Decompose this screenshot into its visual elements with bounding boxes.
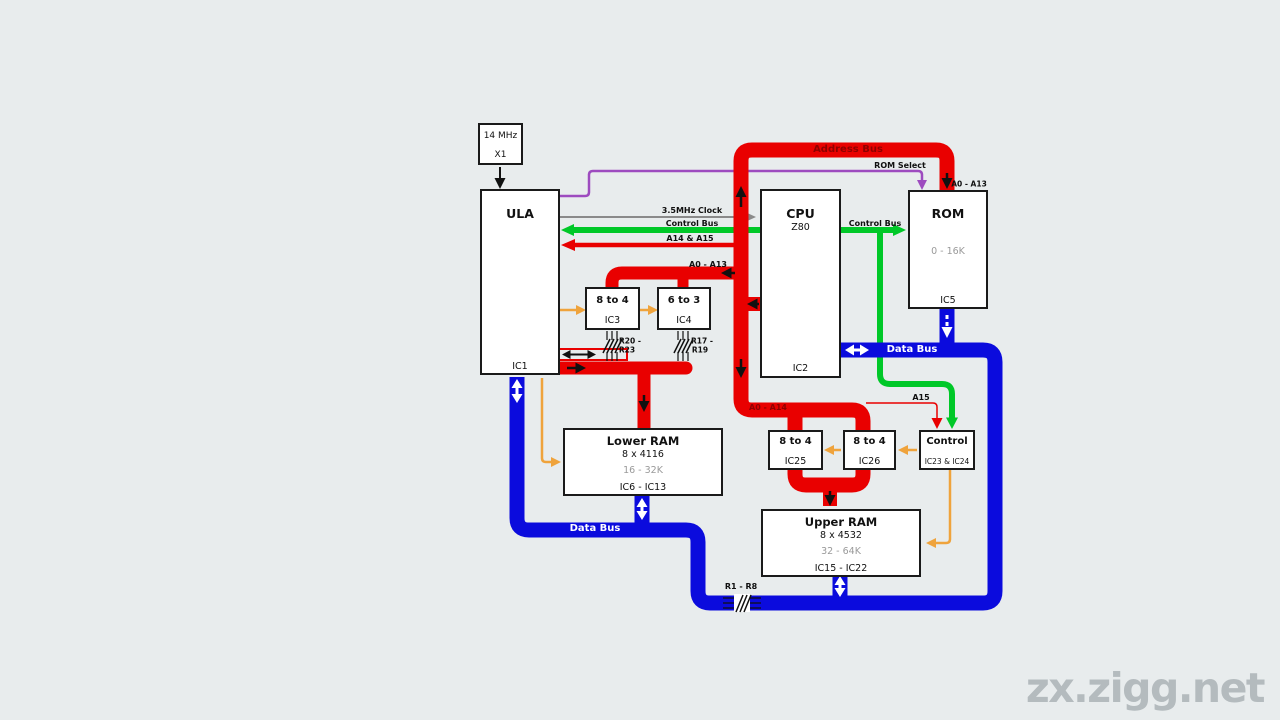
resistor-r20-r23	[602, 331, 623, 361]
mux-video-2-ic: IC4	[676, 315, 692, 326]
control-box: Control IC23 & IC24	[919, 430, 975, 470]
r17-r19-label-2: R19	[691, 345, 709, 355]
r17-r19-label-1: R17 -	[691, 336, 713, 346]
rom-title: ROM	[931, 206, 965, 221]
upper-ram-box: Upper RAM 8 x 4532 32 - 64K IC15 - IC22	[761, 509, 921, 577]
a15-label: A15	[912, 393, 930, 402]
crystal-freq: 14 MHz	[483, 131, 518, 141]
resistor-r17-r19	[673, 331, 694, 361]
mux-upper-2-box: 8 to 4 IC26	[843, 430, 896, 470]
upper-ram-chips: 8 x 4532	[820, 530, 862, 541]
mux-video-1-box: 8 to 4 IC3	[585, 287, 640, 330]
control-bus-left-label: Control Bus	[665, 219, 719, 228]
resistor-r1-r8	[723, 594, 761, 613]
data-bus-arrows	[511, 315, 953, 597]
ula-box: ULA IC1	[480, 189, 560, 375]
mux-video-2-box: 6 to 3 IC4	[657, 287, 711, 330]
control-bus-right-label: Control Bus	[848, 219, 902, 228]
data-bus-top-label: Data Bus	[886, 344, 938, 355]
rom-select-label: ROM Select	[874, 161, 926, 170]
mux-upper-1-ic: IC25	[784, 456, 807, 467]
crystal-ref: X1	[494, 150, 507, 160]
mux-video-1-ic: IC3	[604, 315, 621, 326]
cpu-ic: IC2	[792, 363, 809, 374]
mux-video-2-title: 6 to 3	[667, 295, 701, 306]
rom-box: ROM 0 - 16K IC5	[908, 190, 988, 309]
watermark: zx.zigg.net	[1025, 664, 1266, 712]
rom-select-line	[560, 169, 927, 198]
mux-video-1-title: 8 to 4	[596, 295, 629, 306]
crystal-box: 14 MHz X1	[478, 123, 523, 165]
signal-lines	[540, 305, 952, 548]
lower-ram-ic: IC6 - IC13	[619, 482, 667, 493]
upper-ram-title: Upper RAM	[804, 515, 878, 529]
cpu-sub: Z80	[791, 222, 810, 233]
lower-ram-range: 16 - 32K	[623, 465, 663, 476]
r20-r23-label-1: R20 -	[619, 336, 641, 346]
cpu-title: CPU	[786, 206, 815, 221]
rom-range: 0 - 16K	[931, 246, 965, 257]
lower-ram-chips: 8 x 4116	[622, 449, 664, 460]
data-bus-bottom-label: Data Bus	[569, 523, 621, 534]
ula-title: ULA	[506, 206, 534, 221]
control-ic: IC23 & IC24	[924, 457, 970, 466]
control-bus	[561, 224, 958, 429]
ula-ic: IC1	[512, 361, 528, 372]
mux-upper-2-title: 8 to 4	[853, 436, 886, 447]
mux-upper-1-box: 8 to 4 IC25	[768, 430, 823, 470]
upper-ram-range: 32 - 64K	[821, 546, 861, 557]
a0-a14-label: A0 - A14	[749, 403, 787, 412]
mux-upper-2-ic: IC26	[858, 456, 881, 467]
flow-arrows	[494, 167, 953, 506]
a0-a13-mux-label: A0 - A13	[689, 260, 727, 269]
lower-ram-title: Lower RAM	[606, 434, 680, 448]
r1-r8-label: R1 - R8	[724, 582, 758, 591]
rom-ic: IC5	[940, 295, 956, 306]
address-bus-label: Address Bus	[813, 144, 883, 155]
upper-ram-ic: IC15 - IC22	[814, 563, 868, 574]
a0-a13-rom-label: A0 - A13	[951, 179, 987, 189]
clock-label: 3.5MHz Clock	[661, 206, 723, 215]
r20-r23-label-2: R23	[618, 345, 636, 355]
mux-upper-1-title: 8 to 4	[779, 436, 812, 447]
clock-line	[560, 212, 756, 222]
cpu-box: CPU Z80 IC2	[760, 189, 841, 378]
control-title: Control	[926, 436, 968, 447]
lower-ram-box: Lower RAM 8 x 4116 16 - 32K IC6 - IC13	[563, 428, 723, 496]
a14-a15-label: A14 & A15	[666, 234, 714, 243]
